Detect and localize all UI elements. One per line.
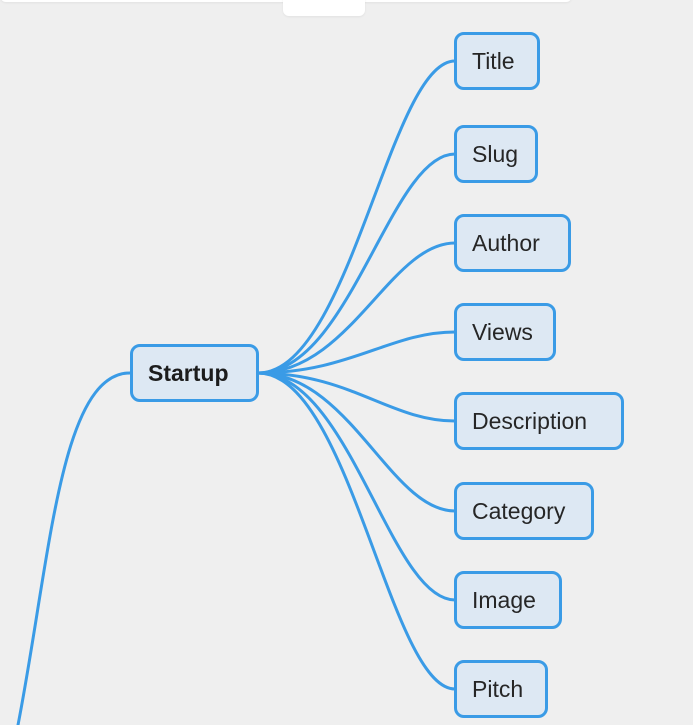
- connector-category: [256, 371, 457, 513]
- connector-author: [256, 241, 457, 375]
- root-node-startup[interactable]: Startup: [130, 344, 259, 402]
- child-node-slug[interactable]: Slug: [454, 125, 538, 183]
- child-node-pitch[interactable]: Pitch: [454, 660, 548, 718]
- child-node-description[interactable]: Description: [454, 392, 624, 450]
- connector-image: [256, 371, 457, 602]
- child-node-author[interactable]: Author: [454, 214, 571, 272]
- connector-views: [256, 330, 457, 375]
- child-node-title[interactable]: Title: [454, 32, 540, 90]
- connector-description: [256, 371, 457, 423]
- child-node-category[interactable]: Category: [454, 482, 594, 540]
- child-node-views[interactable]: Views: [454, 303, 556, 361]
- child-node-image[interactable]: Image: [454, 571, 562, 629]
- connector-pitch: [256, 371, 457, 691]
- connector-slug: [256, 152, 457, 375]
- top-panel-tab: [283, 0, 365, 16]
- connector-title: [256, 59, 457, 375]
- parent-connector: [16, 371, 132, 725]
